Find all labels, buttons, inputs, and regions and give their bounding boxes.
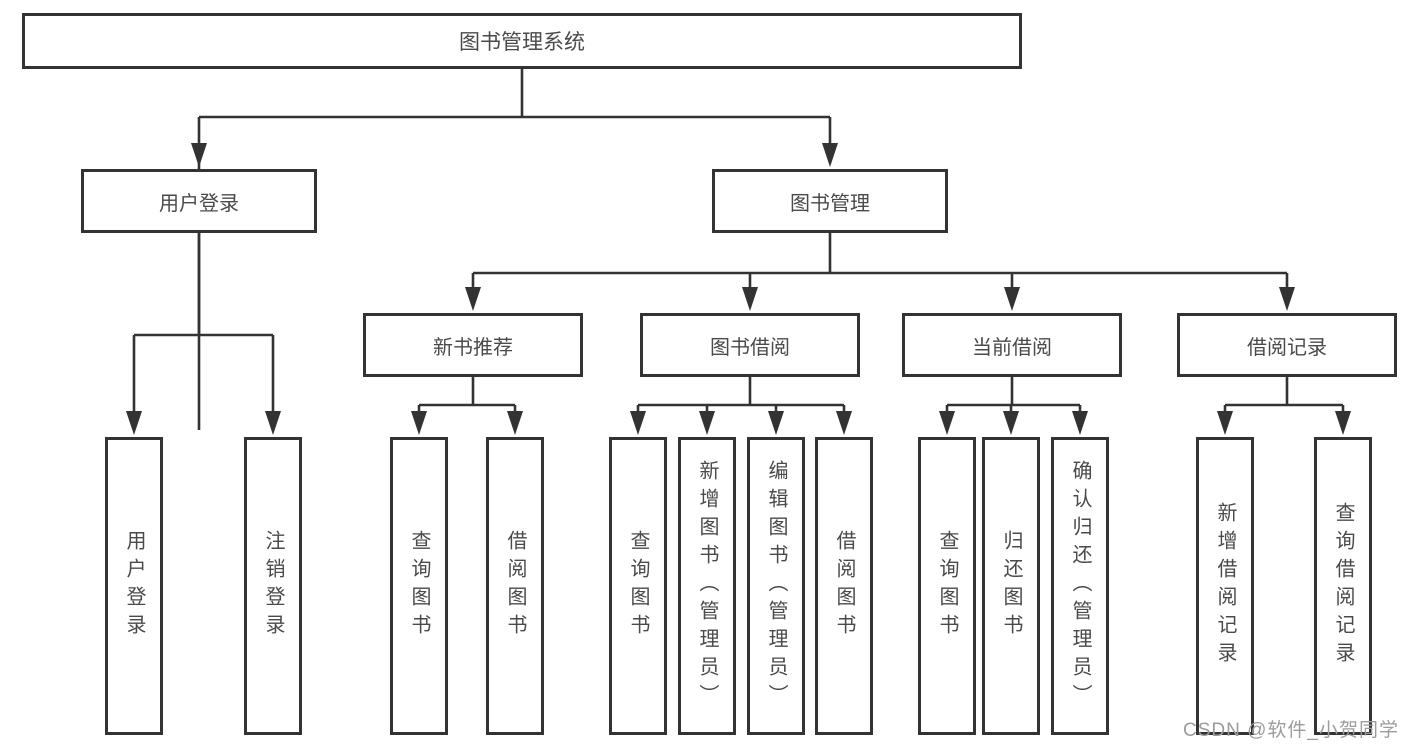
leaf-records-add-record: 新增借阅记录 — [1196, 437, 1254, 735]
arrowheads — [126, 143, 1351, 435]
connector-root-to-level2 — [197, 69, 832, 430]
leaf-borrow-edit-books-admin: 编辑图书（管理员） — [747, 437, 805, 735]
leaf-label: 用户登录 — [123, 530, 145, 642]
leaf-label: 查询图书 — [627, 530, 649, 642]
node-borrowing-records: 借阅记录 — [1177, 313, 1397, 377]
leaf-label: 借阅图书 — [504, 530, 526, 642]
leaf-current-search-books: 查询图书 — [918, 437, 976, 735]
node-user-login-branch: 用户登录 — [81, 169, 317, 233]
leaf-label: 查询图书 — [408, 530, 430, 642]
leaf-label: 查询借阅记录 — [1332, 502, 1354, 670]
connector-recommend-to-leaves — [417, 377, 517, 430]
leaf-current-confirm-return-admin: 确认归还（管理员） — [1051, 437, 1109, 735]
connector-bookmgmt-to-level3 — [471, 233, 1289, 294]
node-library-management-system: 图书管理系统 — [22, 13, 1022, 69]
leaf-label: 新增图书（管理员） — [696, 460, 718, 712]
connector-records-to-leaves — [1223, 377, 1345, 430]
leaf-label: 新增借阅记录 — [1214, 502, 1236, 670]
leaf-borrow-search-books: 查询图书 — [609, 437, 667, 735]
leaf-label: 确认归还（管理员） — [1069, 460, 1091, 712]
leaf-label: 借阅图书 — [833, 530, 855, 642]
leaf-label: 注销登录 — [262, 530, 284, 642]
leaf-label: 查询图书 — [936, 530, 958, 642]
leaf-label: 归还图书 — [1000, 530, 1022, 642]
node-new-book-recommendation: 新书推荐 — [363, 313, 583, 377]
node-book-borrowing: 图书借阅 — [640, 313, 860, 377]
leaf-recommend-search-books: 查询图书 — [390, 437, 448, 735]
connector-userlogin-to-leaves — [132, 233, 275, 430]
leaf-records-search-record: 查询借阅记录 — [1314, 437, 1372, 735]
leaf-recommend-borrow-books: 借阅图书 — [486, 437, 544, 735]
leaf-logout-login: 注销登录 — [244, 437, 302, 735]
connector-borrow-to-leaves — [636, 377, 846, 430]
leaf-label: 编辑图书（管理员） — [765, 460, 787, 712]
leaf-current-return-books: 归还图书 — [982, 437, 1040, 735]
leaf-user-login: 用户登录 — [105, 437, 163, 735]
leaf-borrow-borrow-books: 借阅图书 — [815, 437, 873, 735]
node-book-management-branch: 图书管理 — [712, 169, 948, 233]
node-current-borrowing: 当前借阅 — [902, 313, 1122, 377]
leaf-borrow-add-books-admin: 新增图书（管理员） — [678, 437, 736, 735]
csdn-watermark: CSDN @软件_小贺同学 — [1183, 720, 1399, 741]
